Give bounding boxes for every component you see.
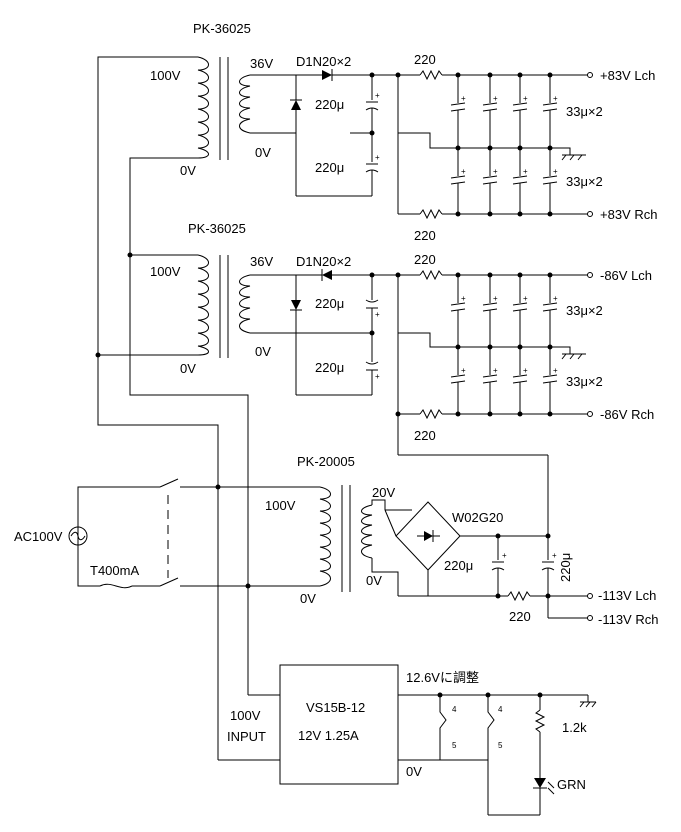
cap1a-label: 220μ xyxy=(315,97,344,112)
svg-text:+: + xyxy=(461,366,466,375)
t3-sec-zero: 0V xyxy=(366,573,382,588)
psu-zero: 0V xyxy=(406,764,422,779)
pin4a: 4 xyxy=(452,705,457,714)
svg-text:+: + xyxy=(493,294,498,303)
svg-text:+: + xyxy=(375,310,380,319)
svg-text:+: + xyxy=(523,94,528,103)
svg-text:+: + xyxy=(523,366,528,375)
cap3a-label: 220μ xyxy=(444,558,473,573)
res1a-label: 220 xyxy=(414,52,436,67)
out1b-label: +83V Rch xyxy=(600,207,657,222)
rectifier-2: + + xyxy=(290,269,548,456)
svg-text:+: + xyxy=(375,91,380,100)
caps1b-label: 33μ×2 xyxy=(566,174,603,189)
caps2a-label: 33μ×2 xyxy=(566,303,603,318)
filter-bank-1 xyxy=(398,69,588,220)
svg-text:+: + xyxy=(553,167,558,176)
transformer-3 xyxy=(319,485,399,596)
pin4b: 4 xyxy=(498,705,503,714)
bridge-rectifier: + + xyxy=(384,455,588,619)
t3-zero: 0V xyxy=(300,591,316,606)
psu-adjust: 12.6Vに調整 xyxy=(406,670,479,685)
rectifier-1: + + xyxy=(290,69,420,215)
t1-primary: 100V xyxy=(150,68,181,83)
svg-text:+: + xyxy=(553,94,558,103)
pin5a: 5 xyxy=(452,741,457,750)
res2a-label: 220 xyxy=(414,252,436,267)
svg-text:+: + xyxy=(375,372,380,381)
svg-text:+: + xyxy=(502,551,507,560)
filter-bank-2 xyxy=(398,269,588,420)
t3-primary: 100V xyxy=(265,498,296,513)
t1-sec-zero: 0V xyxy=(255,145,271,160)
t1-zero: 0V xyxy=(180,163,196,178)
res1b-label: 220 xyxy=(414,228,436,243)
out2a-label: -86V Lch xyxy=(600,268,652,283)
svg-text:+: + xyxy=(461,294,466,303)
psu-input-2: INPUT xyxy=(227,729,266,744)
bridge-label: W02G20 xyxy=(452,510,503,525)
out3a-label: -113V Lch xyxy=(598,588,656,603)
psu-module xyxy=(279,664,597,816)
cap-array-1: + + + + + + + + xyxy=(450,72,558,217)
psu-spec: 12V 1.25A xyxy=(298,728,359,743)
t2-name: PK-36025 xyxy=(188,221,246,236)
t3-secondary: 20V xyxy=(372,485,395,500)
pin5b: 5 xyxy=(498,741,503,750)
res3-label: 220 xyxy=(509,609,531,624)
cap-array-2: + + + + + + + + xyxy=(450,272,558,417)
t1-secondary: 36V xyxy=(250,56,273,71)
diode1-label: D1N20×2 xyxy=(296,54,351,69)
t2-primary: 100V xyxy=(150,264,181,279)
psu-input-1: 100V xyxy=(230,708,261,723)
svg-text:+: + xyxy=(493,366,498,375)
caps2b-label: 33μ×2 xyxy=(566,374,603,389)
transformer-2 xyxy=(197,254,350,358)
mains-wiring xyxy=(68,56,320,761)
out1a-label: +83V Lch xyxy=(600,68,655,83)
cap2b-label: 220μ xyxy=(315,360,344,375)
fuse-label: T400mA xyxy=(90,563,139,578)
psu-model: VS15B-12 xyxy=(306,700,365,715)
svg-text:+: + xyxy=(552,551,557,560)
cap1b-label: 220μ xyxy=(315,160,344,175)
diode2-label: D1N20×2 xyxy=(296,254,351,269)
ac-label: AC100V xyxy=(14,529,63,544)
svg-text:+: + xyxy=(493,167,498,176)
svg-text:+: + xyxy=(523,167,528,176)
svg-text:+: + xyxy=(553,294,558,303)
out2b-label: -86V Rch xyxy=(600,407,654,422)
caps1a-label: 33μ×2 xyxy=(566,104,603,119)
t2-zero: 0V xyxy=(180,361,196,376)
cap3b-label: 220μ xyxy=(558,553,573,582)
svg-text:+: + xyxy=(375,153,380,162)
t3-name: PK-20005 xyxy=(297,454,355,469)
svg-text:+: + xyxy=(461,167,466,176)
res-led-label: 1.2k xyxy=(562,720,587,735)
t1-name: PK-36025 xyxy=(193,21,251,36)
t2-sec-zero: 0V xyxy=(255,344,271,359)
out3b-label: -113V Rch xyxy=(598,612,658,627)
cap2a-label: 220μ xyxy=(315,296,344,311)
t2-secondary: 36V xyxy=(250,254,273,269)
svg-text:+: + xyxy=(553,366,558,375)
transformer-1 xyxy=(197,56,296,160)
svg-text:+: + xyxy=(523,294,528,303)
svg-text:+: + xyxy=(461,94,466,103)
res2b-label: 220 xyxy=(414,428,436,443)
svg-text:+: + xyxy=(493,94,498,103)
led-label: GRN xyxy=(557,777,586,792)
